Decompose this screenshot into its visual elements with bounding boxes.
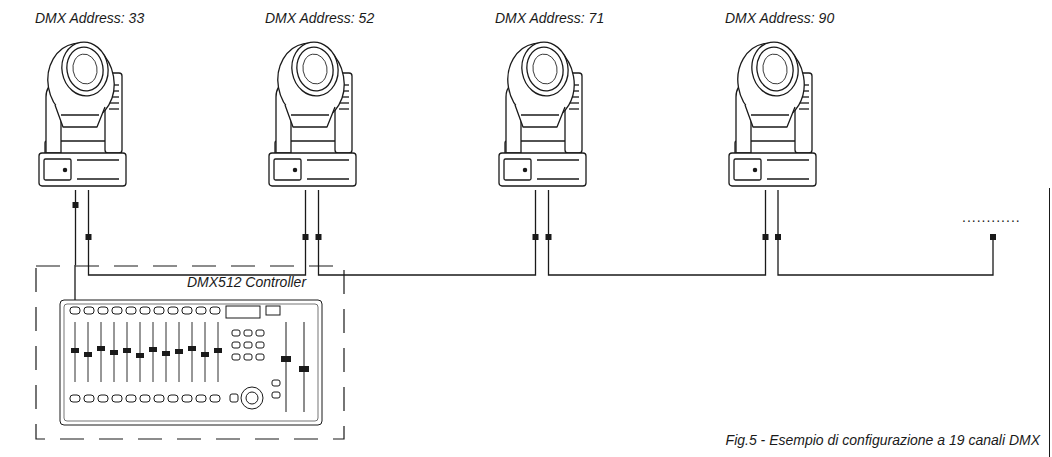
controller-label: DMX512 Controller — [187, 274, 306, 291]
moving-head-illustration — [499, 38, 586, 186]
dashed-group-outline — [36, 266, 344, 439]
dmx-address-label: DMX Address: 90 — [725, 10, 834, 27]
moving-head-illustration — [269, 38, 356, 186]
cable-connector — [86, 234, 92, 240]
moving-head-illustration — [725, 35, 820, 190]
cable-connector — [316, 234, 322, 240]
moving-head-illustration — [35, 35, 130, 190]
moving-head-illustration — [265, 35, 360, 190]
moving-head-illustration — [39, 38, 126, 186]
cable-connector — [73, 202, 79, 208]
dmx-address-label: DMX Address: 71 — [495, 10, 604, 27]
cable-connector — [990, 234, 996, 240]
dmx-address-label: DMX Address: 52 — [265, 10, 374, 27]
controller-box: DMX512 Controller — [35, 265, 345, 440]
moving-head-fixture: DMX Address: 90 — [720, 10, 860, 190]
moving-head-illustration — [495, 35, 590, 190]
figure-caption: Fig.5 - Esempio di configurazione a 19 c… — [726, 432, 1040, 449]
moving-head-fixture: DMX Address: 33 — [30, 10, 170, 190]
dmx-cable — [89, 190, 306, 275]
cable-connector — [546, 234, 552, 240]
cable-connector — [533, 234, 539, 240]
cable-connector — [763, 234, 769, 240]
dmx-cable — [778, 190, 993, 275]
moving-head-fixture: DMX Address: 71 — [490, 10, 630, 190]
cable-connector — [775, 234, 781, 240]
cable-connector — [303, 234, 309, 240]
moving-head-fixture: DMX Address: 52 — [260, 10, 400, 190]
frame-line — [1049, 188, 1050, 457]
dmx-controller-illustration — [60, 300, 322, 425]
dmx-cable — [319, 190, 536, 275]
dmx-cable — [549, 190, 766, 275]
continuation-dots: ............ — [962, 209, 1021, 226]
dmx-address-label: DMX Address: 33 — [35, 10, 144, 27]
dmx-cable — [75, 190, 76, 265]
dashed-group-outline — [35, 265, 345, 440]
moving-head-illustration — [729, 38, 816, 186]
